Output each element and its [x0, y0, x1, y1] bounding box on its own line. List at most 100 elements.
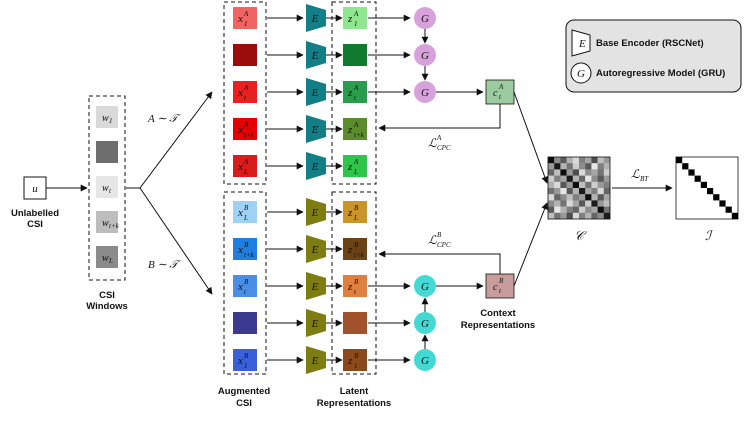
aug-caption-1: Augmented [218, 386, 270, 397]
aug-b-5-sub: 1 [244, 362, 248, 370]
legend-encoder-label: Base Encoder (RSCNet) [596, 38, 704, 49]
corr-cell [572, 175, 580, 182]
aug-a-4-sub: t+k [244, 131, 255, 139]
branch-b-encoder-2-symbol: E [311, 244, 319, 256]
corr-cell [585, 181, 592, 189]
latent-b-5 [343, 349, 367, 371]
corr-cell [548, 169, 555, 176]
branch-a-encoder-3-symbol: E [311, 87, 319, 99]
latent-b-1-sub: L [353, 214, 358, 222]
branch-b-label: B ∼ 𝒯 [148, 259, 181, 271]
corr-cell [566, 163, 573, 170]
corr-cell [566, 157, 573, 164]
corr-cell [603, 175, 611, 182]
latent-a-box [331, 1, 377, 185]
context-b-label: c [493, 282, 498, 293]
csi-window-2 [96, 141, 118, 163]
identity-diag-cell [676, 157, 683, 164]
gru-a-3 [414, 81, 436, 103]
corr-cell [560, 206, 567, 213]
gru-b-4-symbol: G [421, 318, 429, 330]
corr-cell [566, 212, 573, 220]
aug-a-box [223, 1, 267, 185]
corr-cell [597, 200, 604, 207]
corr-cell [572, 157, 580, 164]
latent-caption-1: Latent [340, 386, 369, 397]
aug-a-3 [233, 81, 257, 103]
latent-a-3-label: z [347, 87, 353, 99]
csi-window-1-sub: 1 [109, 117, 113, 125]
identity-diag-cell [688, 169, 695, 176]
corr-cell [566, 200, 573, 207]
aug-a-3-sub: t [244, 94, 247, 102]
legend-encoder-icon [571, 29, 591, 57]
branch-b-encoder-1 [306, 198, 326, 226]
aug-a-5-sup: A [243, 158, 249, 166]
corr-cell [591, 206, 598, 213]
corr-cell [591, 157, 598, 164]
corr-cell [585, 169, 592, 176]
context-a-node: c A t [485, 79, 515, 105]
windows-caption-2: Windows [86, 301, 128, 312]
svg-text:BT: BT [640, 175, 649, 183]
identity-symbol: ℐ [705, 228, 713, 243]
legend-encoder-symbol: E [578, 38, 586, 50]
corr-cell [585, 212, 592, 220]
context-a-label: c [493, 88, 498, 99]
corr-cell [591, 188, 598, 195]
corr-cell [603, 200, 611, 207]
latent-a-4 [343, 118, 367, 140]
latent-a-1-sub: 1 [354, 20, 358, 28]
corr-cell [603, 188, 611, 195]
windows-caption-1: CSI [99, 290, 115, 301]
corr-cell [597, 206, 604, 213]
identity-diag-cell [707, 188, 714, 195]
csi-window-3-label: w [102, 183, 109, 194]
corr-cell [603, 169, 611, 176]
corr-cell [566, 206, 573, 213]
branch-b-encoder-2 [306, 235, 326, 263]
loss-cpc-b: ℒ B CPC [428, 231, 451, 249]
csi-window-3 [96, 176, 118, 198]
latent-caption-2: Representations [317, 398, 391, 409]
corr-cell [585, 188, 592, 195]
latent-b-box [331, 191, 377, 375]
corr-cell [597, 169, 604, 176]
corr-cell [597, 175, 604, 182]
branch-a-encoder-2 [306, 41, 326, 69]
corr-cell [597, 181, 604, 189]
legend-gru-icon [570, 62, 592, 84]
corr-cell [554, 163, 561, 170]
corr-cell [548, 175, 555, 182]
corr-cell [548, 200, 555, 207]
corr-cell [548, 181, 555, 189]
corr-cell [548, 163, 555, 170]
cross-correlation-matrix [547, 156, 611, 220]
latent-a-4-label: z [347, 124, 353, 136]
corr-cell [554, 188, 561, 195]
corr-cell [579, 200, 586, 207]
latent-a-3-sup: A [353, 84, 359, 92]
svg-text:ℒ: ℒ [428, 233, 437, 247]
csi-window-4-label: w [102, 218, 109, 229]
loss-bt: ℒ BT [631, 167, 649, 183]
corr-cell [579, 157, 586, 164]
csi-window-3-sub: t [109, 187, 112, 195]
corr-cell [566, 194, 573, 201]
latent-a-4-sub: t+k [354, 131, 365, 139]
corr-cell [548, 157, 555, 164]
aug-b-2-label: x [237, 244, 243, 256]
latent-a-5 [343, 155, 367, 177]
corr-cell [566, 181, 573, 189]
arrow-cpc-a [378, 104, 501, 132]
identity-diag-cell [700, 181, 707, 188]
latent-b-1 [343, 201, 367, 223]
latent-b-2-label: z [347, 244, 353, 256]
corr-cell [597, 212, 604, 220]
branch-a-encoder-2-symbol: E [311, 50, 319, 62]
corr-cell [579, 188, 586, 195]
aug-a-3-label: x [237, 87, 243, 99]
corr-cell [548, 194, 555, 201]
branch-b-encoder-4 [306, 309, 326, 337]
